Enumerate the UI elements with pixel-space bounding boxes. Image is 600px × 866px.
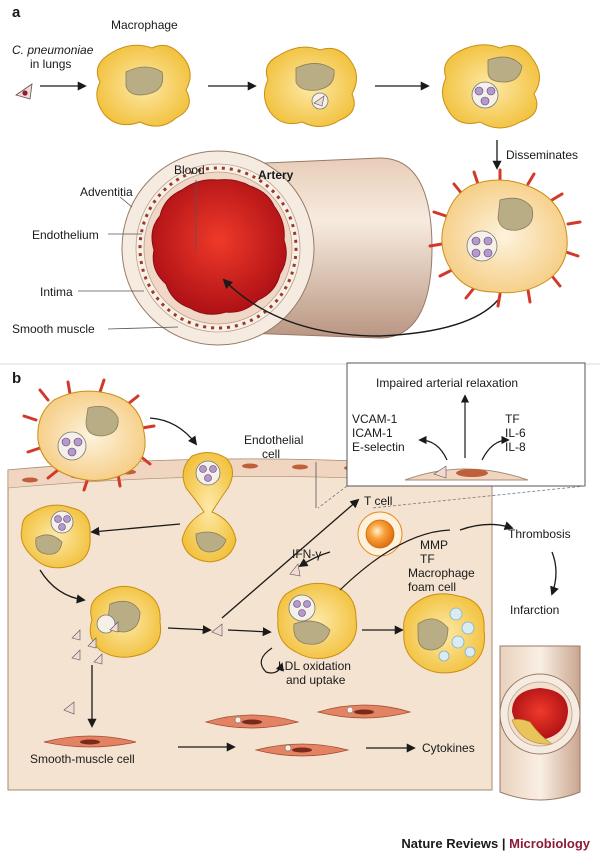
macrophage-cell-3 [442, 44, 540, 129]
macrophage-cell-2 [264, 46, 357, 127]
disseminates-label: Disseminates [506, 148, 579, 162]
infarcted-artery [499, 645, 581, 801]
bacterium-label-italic: C. pneumoniae [12, 43, 94, 57]
cell-label: cell [262, 447, 281, 461]
t-cell [357, 511, 403, 557]
free-bacterium [211, 623, 223, 637]
lysing-macrophage [89, 585, 162, 658]
footer-credit: Nature Reviews | Microbiology [401, 836, 590, 851]
artery-leader-lines [78, 180, 197, 330]
smc-label: Smooth-muscle cell [30, 752, 135, 766]
inset-box [346, 362, 586, 487]
bacterium-icon [15, 83, 33, 100]
artery-label: Artery [258, 168, 294, 182]
arrow-into-blood [222, 278, 499, 337]
bacterium-smc [63, 701, 75, 715]
arrow-infarction [550, 551, 559, 596]
foam-label-1: Macrophage [408, 566, 475, 580]
arrow-tf [481, 435, 510, 461]
arrow-to-endothelium [221, 498, 360, 619]
transmigrating-macrophage [181, 452, 237, 563]
arrow-to-macrophage-center [227, 627, 272, 637]
blood-label: Blood [174, 163, 205, 177]
artery [121, 150, 433, 346]
released-bacteria [71, 621, 119, 665]
arrow-to-mmp [339, 529, 451, 591]
adventitia-label: Adventitia [80, 185, 133, 199]
arrow-ifn [298, 551, 331, 567]
footer-journal: Nature Reviews [401, 836, 499, 851]
smooth-muscle-cells [43, 704, 412, 757]
smooth-muscle-label: Smooth muscle [12, 322, 95, 336]
macrophage-label: Macrophage [111, 18, 178, 32]
impaired-label: Impaired arterial relaxation [376, 376, 519, 390]
tf2-label: TF [420, 552, 435, 566]
panel-a-label: a [12, 4, 21, 21]
disseminated-macrophage [428, 168, 582, 308]
intima-macrophage-1 [20, 504, 91, 569]
arrow-to-intima-macrophage [90, 523, 181, 536]
ifn-label: IFN-γ [292, 547, 322, 561]
arrow-to-lysing [39, 569, 86, 604]
arrow-thrombosis [459, 521, 514, 531]
macrophage-cell-1 [96, 44, 191, 127]
endothelial-label: Endothelial [244, 433, 304, 447]
il6-label: IL-6 [505, 426, 526, 440]
intima-label: Intima [40, 285, 73, 299]
inset-zoom-line-1 [317, 485, 348, 509]
eselectin-label: E-selectin [352, 440, 405, 454]
tf-label: TF [505, 412, 520, 426]
cytokines-label: Cytokines [422, 741, 475, 755]
foam-label-2: foam cell [408, 580, 457, 594]
ldl-cycle-arrow [260, 647, 284, 674]
footer-field: Microbiology [509, 836, 590, 851]
foam-cell [403, 593, 486, 674]
icam-label: ICAM-1 [352, 426, 393, 440]
bacterium-ifn [289, 563, 301, 577]
endothelium-label: Endothelium [32, 228, 99, 242]
arrow-vcam [418, 435, 448, 461]
bacterium-label-rest: in lungs [30, 57, 72, 71]
mmp-label: MMP [420, 538, 448, 552]
spiky-macrophage-b [22, 378, 156, 492]
vcam-label: VCAM-1 [352, 412, 398, 426]
ldl-label-1: LDL oxidation [278, 659, 351, 673]
inset-zoom-line-2 [371, 485, 586, 509]
infected-macrophage-center [277, 582, 358, 659]
il8-label: IL-8 [505, 440, 526, 454]
panel-b-label: b [12, 370, 22, 387]
footer-separator: | [498, 836, 510, 851]
ldl-label-2: and uptake [286, 673, 346, 687]
tcell-label: T cell [364, 494, 393, 508]
thrombosis-label: Thrombosis [508, 527, 571, 541]
arrow-to-free-bacterium [167, 625, 212, 635]
inset-endothelial-cell [404, 465, 529, 481]
arrow-to-transmigrating [149, 417, 198, 446]
infarction-label: Infarction [510, 603, 560, 617]
